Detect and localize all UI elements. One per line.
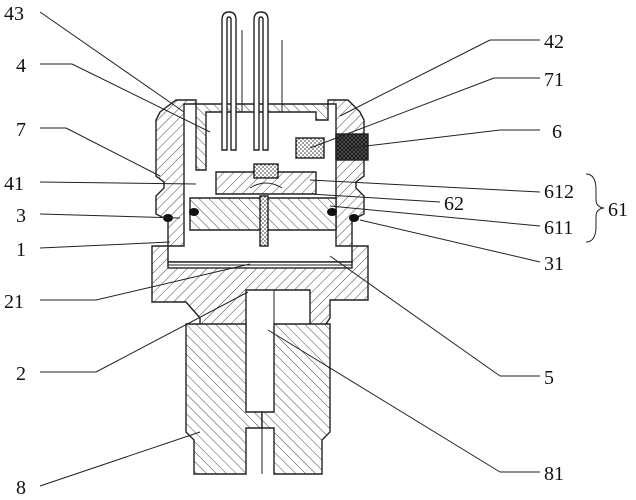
label-81: 81 <box>544 463 564 485</box>
inner-cap <box>195 103 329 171</box>
label-5: 5 <box>544 367 554 389</box>
label-41: 41 <box>4 173 24 195</box>
pressure-port <box>185 290 331 475</box>
label-2: 2 <box>16 363 26 385</box>
label-7: 7 <box>16 119 26 141</box>
lower-body <box>151 245 369 331</box>
leader-lines <box>39 11 605 487</box>
label-31: 31 <box>544 253 564 275</box>
part-labels: 43 4 7 41 3 1 21 2 8 42 71 6 612 62 611 … <box>4 3 628 499</box>
label-61: 61 <box>608 199 628 221</box>
label-4: 4 <box>16 55 26 77</box>
lead-pins <box>221 11 283 247</box>
label-42: 42 <box>544 31 564 53</box>
label-71: 71 <box>544 69 564 91</box>
label-611: 611 <box>544 217 573 239</box>
label-43: 43 <box>4 3 24 25</box>
label-8: 8 <box>16 477 26 499</box>
label-1: 1 <box>16 239 26 261</box>
label-62: 62 <box>444 193 464 215</box>
circuit-module <box>295 133 369 161</box>
label-3: 3 <box>16 205 26 227</box>
label-21: 21 <box>4 291 24 313</box>
label-612: 612 <box>544 181 574 203</box>
label-6: 6 <box>552 121 562 143</box>
